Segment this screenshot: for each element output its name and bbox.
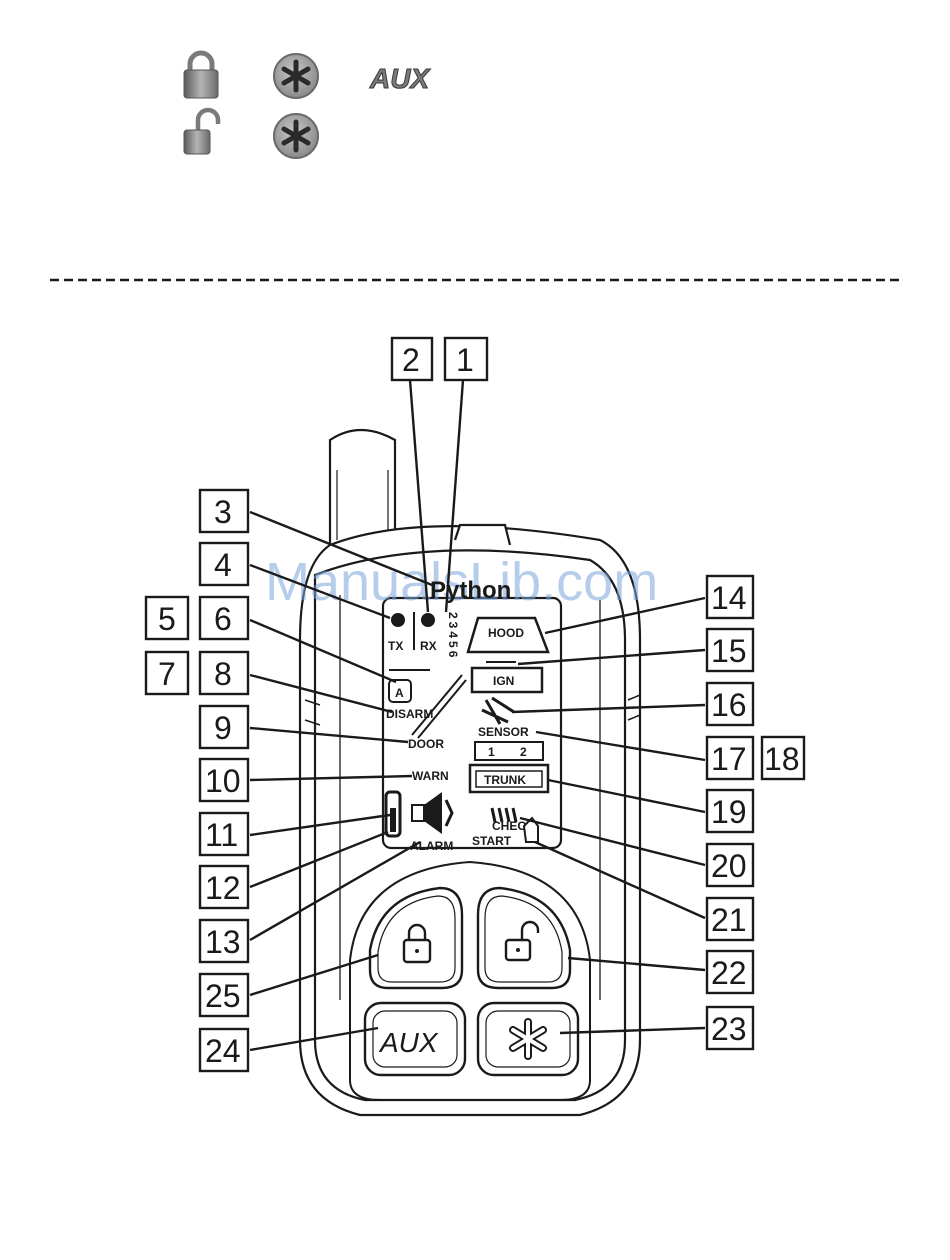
callout-1: 1 <box>445 338 487 380</box>
tx-label: TX <box>388 639 403 653</box>
callout-22: 22 <box>707 951 753 993</box>
callout-6-label: 6 <box>214 601 232 637</box>
callout-22-label: 22 <box>711 955 747 991</box>
callout-18-label: 18 <box>764 741 800 777</box>
callout-4: 4 <box>200 543 248 585</box>
callout-14: 14 <box>707 576 753 618</box>
rx-icon <box>421 613 435 627</box>
callout-2-label: 2 <box>402 342 420 378</box>
callout-8-label: 8 <box>214 656 232 692</box>
callout-20: 20 <box>707 844 753 886</box>
star-button[interactable] <box>478 1003 578 1075</box>
callout-11: 11 <box>200 813 248 855</box>
callout-15-label: 15 <box>711 633 747 669</box>
legend-aux-label: AUX <box>369 63 431 94</box>
callout-17: 17 <box>707 737 753 779</box>
callout-1-label: 1 <box>456 342 474 378</box>
sensor-label: SENSOR <box>478 725 529 739</box>
callout-10-label: 10 <box>205 763 241 799</box>
callout-3: 3 <box>200 490 248 532</box>
legend-unlock-icon <box>184 110 218 154</box>
callout-13-label: 13 <box>205 924 241 960</box>
callout-3-label: 3 <box>214 494 232 530</box>
callout-21-label: 21 <box>711 902 747 938</box>
start-label: START <box>472 834 512 848</box>
tx-icon <box>391 613 405 627</box>
sensor-zone-2: 2 <box>520 745 527 759</box>
callout-10: 10 <box>200 759 248 801</box>
callout-6: 6 <box>200 597 248 639</box>
callout-9-label: 9 <box>214 710 232 746</box>
alarm-label: ALARM <box>410 839 453 853</box>
ign-label: IGN <box>493 674 514 688</box>
callout-19-label: 19 <box>711 794 747 830</box>
callout-16: 16 <box>707 683 753 725</box>
callout-7-label: 7 <box>158 656 176 692</box>
callout-20-label: 20 <box>711 848 747 884</box>
callout-23: 23 <box>707 1007 753 1049</box>
callout-4-label: 4 <box>214 547 232 583</box>
callout-11-label: 11 <box>205 817 238 853</box>
callout-23-label: 23 <box>711 1011 747 1047</box>
callout-15: 15 <box>707 629 753 671</box>
callout-19: 19 <box>707 790 753 832</box>
callout-25-label: 25 <box>205 978 241 1014</box>
legend-star-icon-2 <box>274 114 318 158</box>
sensor-zone-1: 1 <box>488 745 495 759</box>
callout-21: 21 <box>707 898 753 940</box>
digit-column: 23456 <box>446 612 460 660</box>
callout-14-label: 14 <box>711 580 747 616</box>
callout-9: 9 <box>200 706 248 748</box>
callout-16-label: 16 <box>711 687 747 723</box>
legend-lock-icon <box>184 53 218 98</box>
door-label: DOOR <box>408 737 444 751</box>
callout-18: 18 <box>762 737 804 779</box>
callout-8: 8 <box>200 652 248 694</box>
callout-5-label: 5 <box>158 601 176 637</box>
callout-12: 12 <box>200 866 248 908</box>
svg-text:A: A <box>395 686 404 700</box>
callout-2: 2 <box>392 338 432 380</box>
warn-label: WARN <box>412 769 449 783</box>
callout-17-label: 17 <box>711 741 747 777</box>
callout-13: 13 <box>200 920 248 962</box>
aux-button-label: AUX <box>378 1027 439 1058</box>
callout-24: 24 <box>200 1029 248 1071</box>
rx-label: RX <box>420 639 437 653</box>
callout-5: 5 <box>146 597 188 639</box>
aux-button[interactable]: AUX <box>365 1003 465 1075</box>
callout-12-label: 12 <box>205 870 241 906</box>
callout-7: 7 <box>146 652 188 694</box>
sensor-zone-box <box>475 742 543 760</box>
callout-24-label: 24 <box>205 1033 241 1069</box>
brand-label: Python <box>430 577 511 604</box>
battery-icon <box>386 792 400 836</box>
trunk-label: TRUNK <box>484 773 526 787</box>
hood-label: HOOD <box>488 626 524 640</box>
legend-star-icon-1 <box>274 54 318 98</box>
callout-25: 25 <box>200 974 248 1016</box>
